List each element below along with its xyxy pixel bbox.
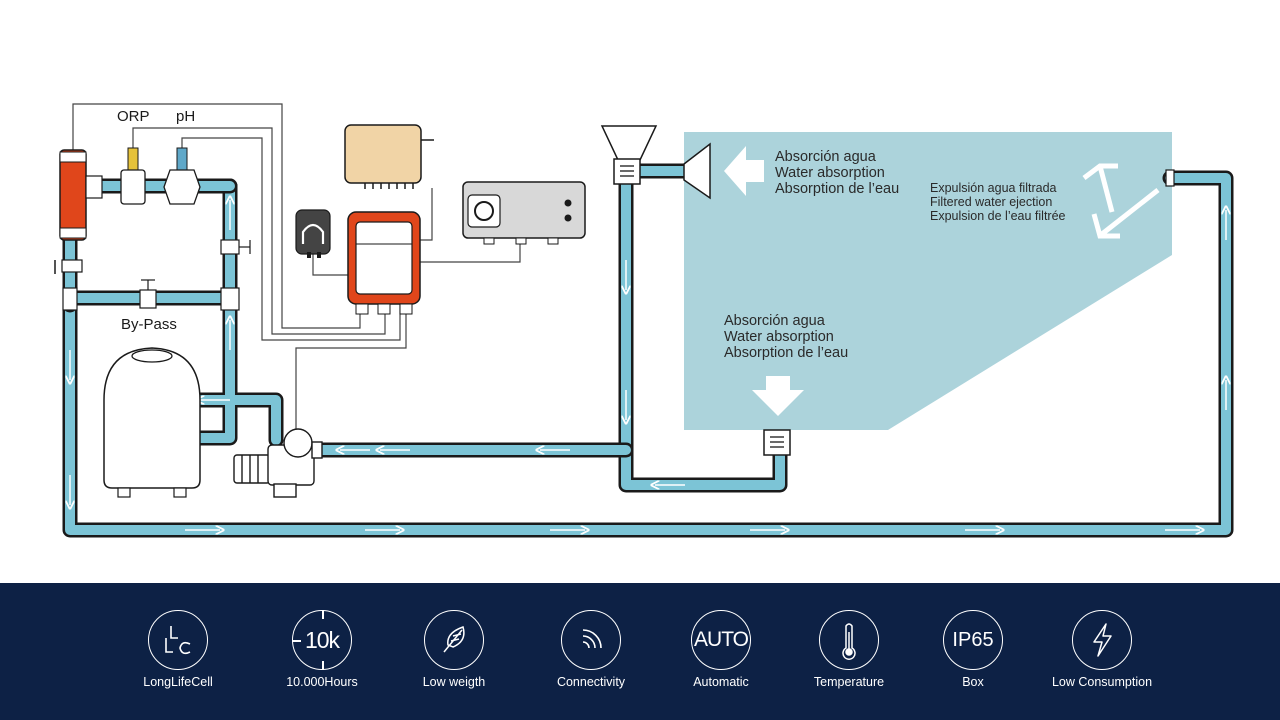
skimmer-text-en: Water absorption bbox=[775, 165, 885, 181]
feature-label: Low weigth bbox=[422, 675, 486, 689]
flow-arrows bbox=[70, 200, 1226, 530]
pool-basin bbox=[684, 132, 1172, 430]
feature-box: IP65 Box bbox=[908, 610, 1038, 689]
wifi-icon bbox=[561, 610, 621, 670]
ejection-text-fr: Expulsion de l’eau filtrée bbox=[930, 209, 1066, 223]
electrolysis-cell bbox=[54, 149, 103, 274]
feature-label: 10.000Hours bbox=[286, 675, 358, 689]
ejection-text-es: Expulsión agua filtrada bbox=[930, 181, 1057, 195]
skimmer-text-es: Absorción agua bbox=[775, 149, 877, 165]
feature-automatic: AUTO Automatic bbox=[656, 610, 786, 689]
feature-label: Temperature bbox=[813, 675, 885, 689]
pool-texts: Absorción agua Water absorption Absorpti… bbox=[724, 149, 1066, 361]
sand-filter bbox=[103, 347, 201, 498]
controller-unit bbox=[347, 211, 421, 315]
power-supply bbox=[344, 124, 434, 189]
feature-low-weight: Low weigth bbox=[389, 610, 519, 689]
ejection-text-en: Filtered water ejection bbox=[930, 195, 1052, 209]
skimmer-text-fr: Absorption de l’eau bbox=[775, 181, 899, 197]
ip65-icon-text: IP65 bbox=[952, 628, 994, 651]
drain-text-es: Absorción agua bbox=[724, 313, 826, 329]
main-drain bbox=[763, 429, 791, 456]
feature-label: Connectivity bbox=[556, 675, 626, 689]
features-bar: LongLifeCell 10k 10.000Hours Low weigth … bbox=[0, 583, 1280, 720]
orp-probe bbox=[120, 147, 146, 205]
skimmer bbox=[600, 125, 711, 200]
chlorinator-unit bbox=[462, 181, 586, 245]
lightning-icon bbox=[1072, 610, 1132, 670]
pipes bbox=[62, 158, 1234, 538]
pool-installation-diagram: ORP pH By-Pass bbox=[54, 103, 1234, 538]
feature-hours: 10k 10.000Hours bbox=[257, 610, 387, 689]
10k-icon-text: 10k bbox=[304, 626, 340, 653]
10k-icon: 10k bbox=[292, 610, 352, 670]
ph-probe bbox=[163, 147, 201, 205]
return-nozzle bbox=[1165, 169, 1175, 187]
signal-wires bbox=[72, 103, 521, 440]
feature-temperature: Temperature bbox=[784, 610, 914, 689]
auto-icon: AUTO bbox=[691, 610, 751, 670]
ph-label: pH bbox=[176, 108, 195, 125]
drain-arrow-icon bbox=[752, 376, 804, 416]
feature-label: Box bbox=[962, 675, 984, 689]
ip65-icon: IP65 bbox=[943, 610, 1003, 670]
drain-text-en: Water absorption bbox=[724, 329, 834, 345]
valves bbox=[62, 239, 251, 311]
feature-label: LongLifeCell bbox=[143, 675, 213, 689]
drain-text-fr: Absorption de l’eau bbox=[724, 345, 848, 361]
feature-longlifecell: LongLifeCell bbox=[113, 610, 243, 689]
feature-low-consumption: Low Consumption bbox=[1037, 610, 1167, 689]
feature-label: Low Consumption bbox=[1051, 675, 1153, 689]
peristaltic-pump bbox=[295, 209, 331, 258]
orp-label: ORP bbox=[117, 108, 150, 125]
bypass-label: By-Pass bbox=[121, 316, 177, 333]
feather-icon bbox=[424, 610, 484, 670]
pump bbox=[233, 428, 323, 498]
ejection-arrow-icon bbox=[1082, 163, 1160, 239]
auto-icon-text: AUTO bbox=[694, 628, 749, 651]
absorption-arrow-icon bbox=[724, 146, 764, 196]
llc-icon bbox=[148, 610, 208, 670]
feature-label: Automatic bbox=[693, 675, 749, 689]
thermometer-icon bbox=[819, 610, 879, 670]
feature-connectivity: Connectivity bbox=[526, 610, 656, 689]
